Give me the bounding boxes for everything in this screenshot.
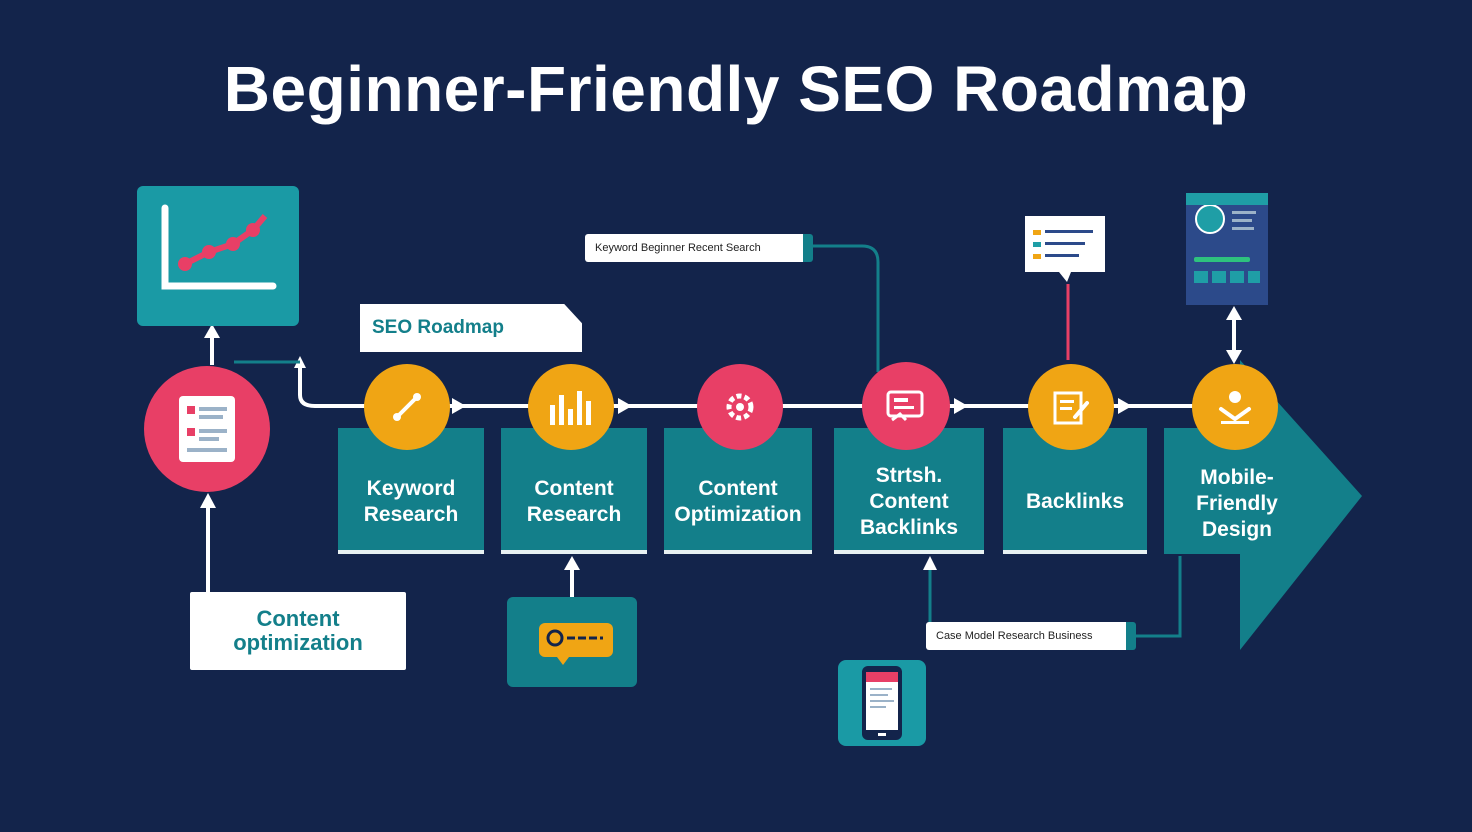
page-title: Beginner-Friendly SEO Roadmap [223,53,1249,125]
search-bubble-card [507,597,637,687]
case-research-tag: Case Model Research Business [926,622,1136,650]
step-label: Content Optimization [674,477,802,526]
link-icon [393,393,421,421]
step-circle-keyword-research [364,364,450,450]
step-label: Keyword Research [363,477,459,526]
bar-chart-icon [550,391,591,425]
message-list-icon [1033,230,1093,282]
step-box-keyword-research: Keyword Research [338,428,484,554]
line-chart-icon [161,204,277,290]
dashboard-icon [1194,204,1260,283]
smartphone-icon [862,666,902,740]
step-circle-strtsh-content-backlinks [862,362,950,450]
step-label: Backlinks [1025,490,1125,513]
person-icon [1219,391,1251,424]
document-icon [179,396,235,462]
gear-icon [726,393,754,421]
analytics-chart-card [137,186,299,326]
step-label: Content Research [526,477,622,526]
seo-roadmap-tag: SEO Roadmap [360,304,582,352]
edit-document-icon [1053,391,1089,425]
chat-bubble-card [1025,216,1105,282]
step-circle-content-research [528,364,614,450]
mobile-dashboard-card [1186,193,1268,305]
content-icon [886,390,924,422]
step-label: Mobile- Friendly Design [1196,466,1278,541]
step-label: Strtsh. Content Backlinks [859,464,959,539]
content-optimization-callout: Content optimization [190,592,406,670]
document-circle [144,366,270,492]
step-circle-backlinks [1028,364,1114,450]
step-circle-content-optimization [697,364,783,450]
step-box-mobile-friendly-design: Mobile- Friendly Design [1164,428,1310,554]
phone-card [838,660,926,746]
keyword-search-tag: Keyword Beginner Recent Search [585,234,813,262]
search-message-icon [539,623,613,665]
step-circle-mobile-friendly-design [1192,364,1278,450]
